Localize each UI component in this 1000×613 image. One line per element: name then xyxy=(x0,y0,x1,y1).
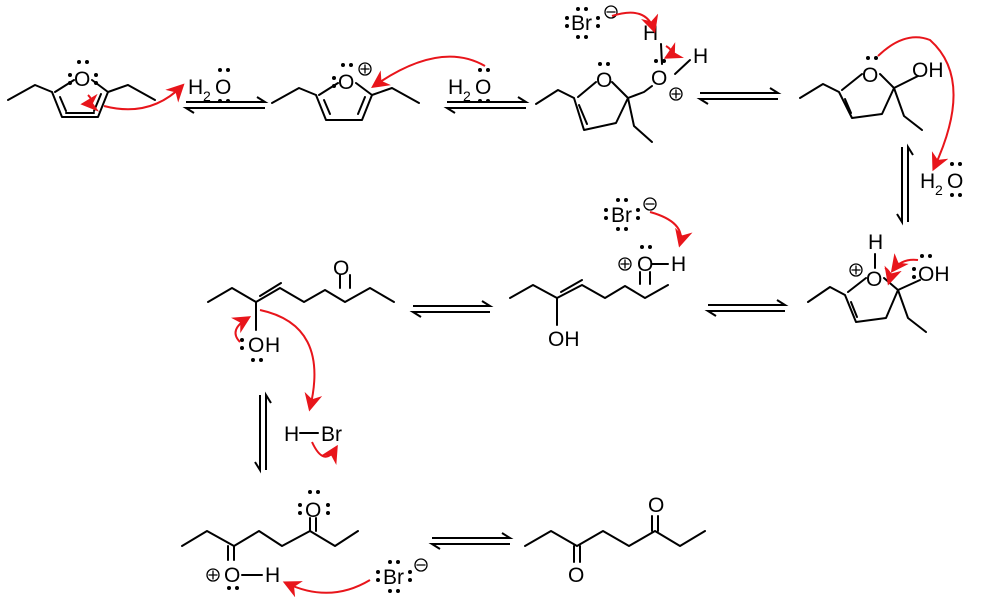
molecule-protonated-hemiketal: H O OH xyxy=(807,231,950,333)
molecule-protonated-diketone: O O H xyxy=(181,490,371,598)
svg-text:O: O xyxy=(637,253,653,276)
equilibrium-arrow xyxy=(704,299,789,317)
svg-text:O: O xyxy=(338,71,354,94)
water-molecule: H 2 O xyxy=(448,68,491,104)
svg-text:O: O xyxy=(333,257,349,280)
oxygen-atom: O xyxy=(74,68,90,91)
svg-text:O: O xyxy=(568,564,584,587)
svg-text:Br: Br xyxy=(383,566,404,589)
svg-text:O: O xyxy=(475,76,491,99)
molecule-enol-ketone: O O H xyxy=(207,257,395,412)
equilibrium-arrow xyxy=(443,96,530,114)
molecule-octanedione: O O xyxy=(524,494,706,587)
svg-text:2: 2 xyxy=(935,182,943,198)
equilibrium-arrow xyxy=(896,143,914,226)
svg-text:H: H xyxy=(265,334,280,357)
svg-text:H: H xyxy=(671,253,686,276)
svg-text:H: H xyxy=(265,564,280,587)
svg-text:O: O xyxy=(248,334,264,357)
svg-text:O: O xyxy=(866,268,882,291)
equilibrium-arrow xyxy=(254,391,272,474)
molecule-diethylfuran: O xyxy=(7,60,185,118)
svg-text:Br: Br xyxy=(611,204,632,227)
molecule-oxonium-adduct: O O H H xyxy=(535,22,708,143)
svg-text:O: O xyxy=(215,76,231,99)
hydrogen-bromide: H Br xyxy=(284,423,342,465)
equilibrium-arrow xyxy=(696,87,782,105)
svg-text:2: 2 xyxy=(463,88,471,104)
molecule-oxocarbenium: O xyxy=(271,55,486,121)
bromide-ion: Br xyxy=(565,5,659,39)
equilibrium-arrow xyxy=(428,532,514,550)
svg-text:OH: OH xyxy=(912,59,944,82)
molecule-hemiketal: O OH xyxy=(799,36,955,172)
water-molecule: H 2 O xyxy=(920,162,963,198)
svg-text:H: H xyxy=(868,231,883,254)
svg-text:H: H xyxy=(284,423,299,446)
svg-text:O: O xyxy=(596,69,612,92)
bromide-ion: Br xyxy=(376,558,428,593)
equilibrium-arrow xyxy=(409,300,494,318)
svg-text:Br: Br xyxy=(321,423,342,446)
svg-text:H: H xyxy=(188,76,203,99)
svg-text:O: O xyxy=(947,170,963,193)
bromide-ion: Br xyxy=(604,197,693,248)
svg-text:H: H xyxy=(920,170,935,193)
water-molecule: H 2 O xyxy=(188,68,231,104)
svg-text:H: H xyxy=(448,76,463,99)
svg-text:O: O xyxy=(648,494,664,517)
equilibrium-arrow xyxy=(182,96,269,114)
svg-text:Br: Br xyxy=(571,12,592,35)
svg-text:OH: OH xyxy=(918,263,950,286)
svg-text:O: O xyxy=(224,564,240,587)
svg-text:O: O xyxy=(651,67,667,90)
molecule-protonated-enol: OH O H xyxy=(509,245,686,351)
svg-text:H: H xyxy=(643,22,658,45)
svg-text:H: H xyxy=(693,45,708,68)
svg-text:O: O xyxy=(862,64,878,87)
svg-text:2: 2 xyxy=(203,88,211,104)
svg-text:O: O xyxy=(305,499,321,522)
svg-text:OH: OH xyxy=(548,328,580,351)
